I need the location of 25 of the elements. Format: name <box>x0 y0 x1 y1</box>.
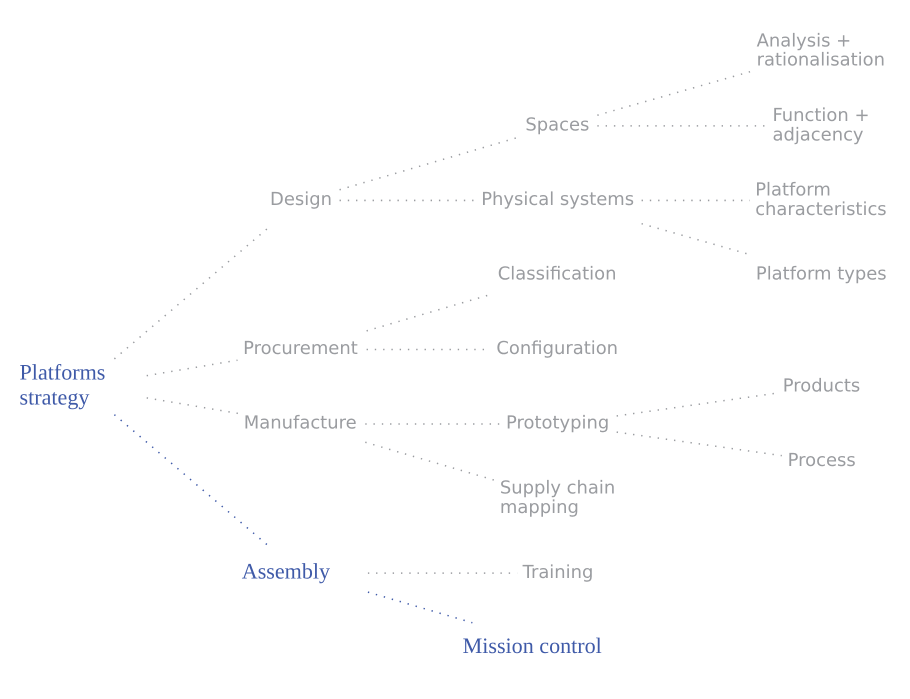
node-text: Procurement <box>243 338 358 360</box>
connector <box>146 397 238 414</box>
node-text: Manufacture <box>244 412 357 434</box>
node-text: Mission control <box>462 632 602 658</box>
node-text: Physical systems <box>481 189 634 210</box>
node-text: Configuration <box>496 338 618 360</box>
node-text: Training <box>522 562 594 583</box>
node-text: Platform types <box>756 264 887 285</box>
node-text: Assembly <box>242 558 330 584</box>
node-text: Products <box>782 375 860 396</box>
node-text: Analysis + rationalisation <box>756 30 885 71</box>
connector <box>146 359 238 376</box>
node-text: Function + adjacency <box>772 104 870 146</box>
node-text: Prototyping <box>506 412 610 434</box>
node-text: Platforms strategy <box>20 360 106 410</box>
node-text: Platform characteristics <box>755 179 887 220</box>
node-text: Classification <box>498 264 616 285</box>
connector <box>616 431 782 456</box>
node-text: Spaces <box>525 114 590 136</box>
node-text: Supply chain mapping <box>500 478 616 518</box>
connector <box>597 70 751 116</box>
connector <box>365 442 495 481</box>
node-text: Process <box>788 450 856 471</box>
connector <box>368 591 473 624</box>
node-text: Design <box>270 189 332 210</box>
